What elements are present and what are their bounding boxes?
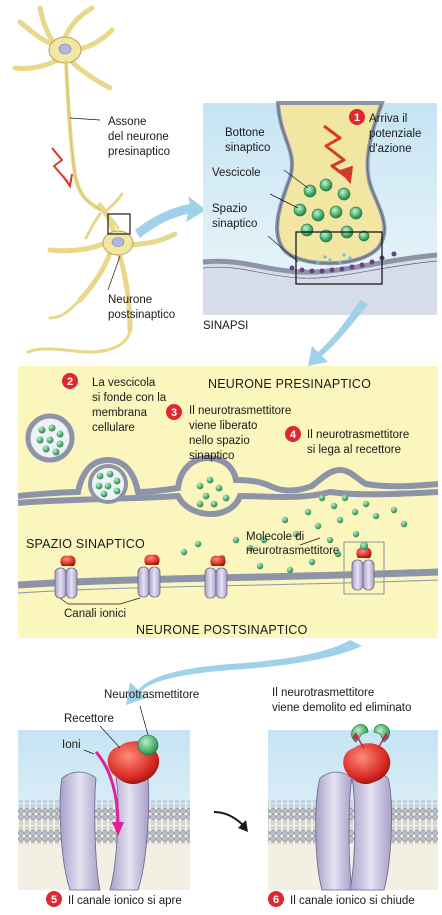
step-4-text: Il neurotrasmettitore <box>307 429 409 441</box>
receptor-label: Recettore <box>64 713 114 725</box>
step-6-number: 6 <box>273 894 279 906</box>
step-5-number: 5 <box>51 894 57 906</box>
synapse-label: SINAPSI <box>203 320 248 332</box>
channel-closed-panel <box>268 724 438 891</box>
step-2-badge <box>62 373 78 389</box>
molecules-label: Molecole di <box>246 531 304 543</box>
channel-open-panel <box>18 705 190 891</box>
arrow-shape <box>126 640 362 705</box>
synapse-zoom-panel <box>202 101 438 315</box>
vesicles-label: Vescicole <box>212 167 261 179</box>
step-5-badge <box>46 891 62 907</box>
synaptic-space-label: Spazio <box>212 203 247 215</box>
step-2-text: cellulare <box>92 422 135 434</box>
step-3-text: viene liberato <box>189 420 257 432</box>
axon-label: Assone <box>108 116 146 128</box>
ion-channels-label: Canali ionici <box>64 608 126 620</box>
step-2-text: membrana <box>92 407 148 419</box>
step-6-badge <box>268 891 284 907</box>
step-1-text: Arriva il <box>369 113 407 125</box>
step-4-badge <box>285 426 301 442</box>
step-4-number: 4 <box>290 429 297 441</box>
synaptic-release-panel <box>17 366 439 638</box>
bouton-label: Bottone <box>225 127 265 139</box>
arrow-shape <box>308 300 368 366</box>
neuron-illustration <box>12 5 178 354</box>
step-3-text: Il neurotrasmettitore <box>189 405 291 417</box>
degradation-label: viene demolito ed eliminato <box>272 702 411 714</box>
step-6-text: Il canale ionico si chiude <box>290 895 415 907</box>
step-4-text: si lega al recettore <box>307 444 401 456</box>
step-1-text: potenziale <box>369 128 421 140</box>
step-2-text: si fonde con la <box>92 392 167 404</box>
step-5-text: Il canale ionico si apre <box>68 895 182 907</box>
step-1-text: d'azione <box>369 143 411 155</box>
arrow-right-icon <box>238 820 248 832</box>
axon-label: del neurone <box>108 131 169 143</box>
step-3-badge <box>166 404 182 420</box>
molecules-label: neurotrasmettitore <box>246 545 339 557</box>
step-2-number: 2 <box>67 376 73 388</box>
degradation-label: Il neurotrasmettitore <box>272 687 374 699</box>
step-1-badge <box>349 109 365 125</box>
synaptic-space-title: SPAZIO SINAPTICO <box>26 537 145 551</box>
neurotransmitter-label: Neurotrasmettitore <box>104 689 199 701</box>
bouton-label: sinaptico <box>225 142 270 154</box>
axon-label: presinaptico <box>108 146 170 158</box>
step-3-number: 3 <box>171 407 177 419</box>
synaptic-space-label: sinaptico <box>212 218 257 230</box>
step-3-text: nello spazio <box>189 435 250 447</box>
step-3-text: sinaptico <box>189 450 234 462</box>
postsynaptic-label: postsinaptico <box>108 309 175 321</box>
presynaptic-title: NEURONE PRESINAPTICO <box>208 377 371 391</box>
postsynaptic-title: NEURONE POSTSINAPTICO <box>136 623 308 637</box>
step-1-number: 1 <box>354 112 360 124</box>
step-2-text: La vescicola <box>92 377 156 389</box>
postsynaptic-label: Neurone <box>108 294 152 306</box>
ions-label: Ioni <box>62 739 81 751</box>
arrow-shape <box>135 196 206 238</box>
